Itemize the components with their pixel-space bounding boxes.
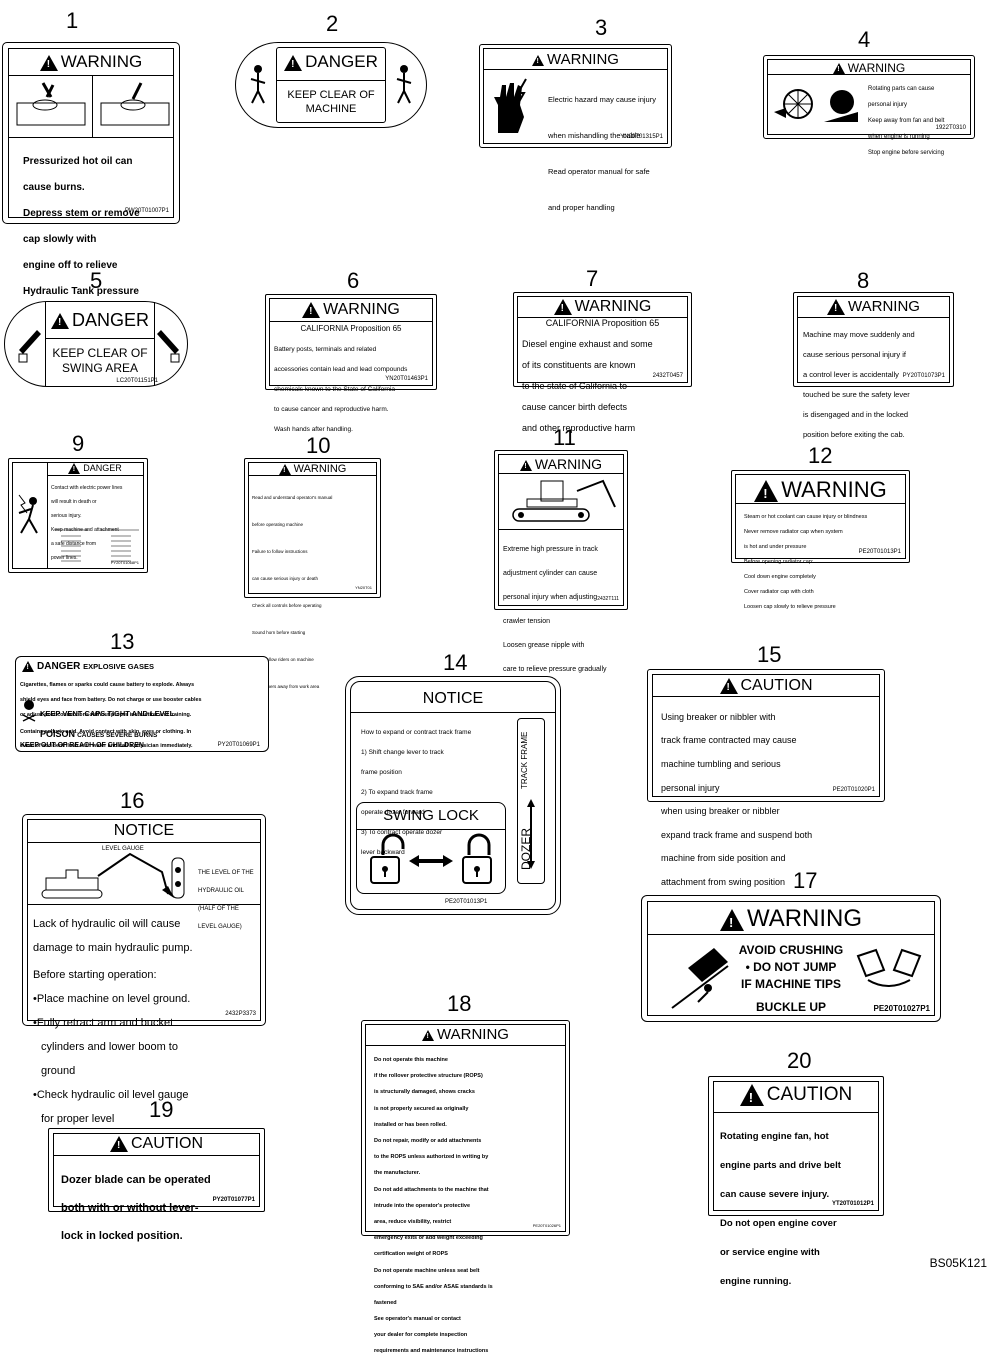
decal-7: WARNING CALIFORNIA Proposition 65 Diesel… — [513, 292, 692, 433]
callout-2: 2 — [326, 11, 339, 36]
decal-5: DANGER KEEP CLEAR OF SWING AREA LC20T011… — [4, 301, 188, 387]
tip-over-icon — [671, 948, 729, 1009]
callout-18: 18 — [447, 991, 472, 1016]
callout-20: 20 — [787, 1048, 812, 1073]
up-down-arrow-icon — [527, 799, 535, 869]
callout-3: 3 — [595, 15, 608, 40]
danger-triangle-icon — [284, 54, 303, 71]
callout-5: 5 — [90, 268, 103, 293]
person-crushed-icon — [250, 65, 266, 104]
decal-14: NOTICE How to expand or contract track f… — [345, 676, 561, 915]
callout-6: 6 — [347, 268, 360, 293]
decal-3-header: WARNING — [547, 51, 619, 68]
callout-11: 11 — [553, 425, 576, 450]
decal-17-header: WARNING — [746, 905, 863, 932]
caution-triangle-icon — [110, 1135, 128, 1152]
decal-15: CAUTION Using breaker or nibbler with tr… — [647, 669, 885, 887]
electrocution-icon — [18, 494, 38, 534]
decal-9: DANGER Contact with electric power lines… — [8, 458, 148, 573]
decal-14-header: NOTICE — [422, 690, 484, 707]
warning-triangle-icon — [39, 54, 58, 71]
callout-1: 1 — [66, 8, 79, 33]
seat-belt-icon — [856, 948, 922, 987]
decal-2-header: DANGER — [305, 52, 378, 71]
swing-lock-label: SWING LOCK — [383, 807, 479, 824]
decal-4-header: WARNING — [847, 61, 906, 75]
decal-16: NOTICE LEVEL GAUGE THE LEVEL OF THE HYDR… — [22, 814, 266, 1125]
callout-7: 7 — [586, 266, 599, 291]
callout-14: 14 — [443, 650, 468, 675]
callout-4: 4 — [858, 27, 871, 52]
swing-area-icon — [18, 330, 41, 363]
danger-triangle-icon — [50, 313, 69, 330]
lock-unlock-icon — [370, 833, 492, 884]
callout-8: 8 — [857, 268, 870, 293]
warning-triangle-icon — [719, 908, 744, 931]
decal-5-header: DANGER — [71, 310, 149, 330]
excavator-level-gauge-icon — [41, 852, 185, 899]
caution-triangle-icon — [719, 677, 738, 694]
decal-20: CAUTION Rotating engine fan, hot engine … — [708, 1076, 884, 1287]
decal-1: WARNING Pressurized hot oil can cause bu… — [2, 42, 180, 297]
decal-7-header: WARNING — [574, 298, 652, 315]
voltage-distance-table — [55, 529, 139, 562]
decal-11: WARNING Extreme high pressure in track a… — [494, 450, 628, 673]
poison-skull-icon — [22, 700, 36, 722]
decal-1-header: WARNING — [60, 52, 143, 71]
decal-17: WARNING AVOID CRUSHING • DO NOT JUMP IF … — [641, 895, 941, 1022]
decal-6-header: WARNING — [323, 301, 400, 318]
callout-10: 10 — [306, 433, 331, 458]
callout-13: 13 — [110, 629, 135, 654]
decal-19-header: CAUTION — [131, 1135, 203, 1152]
hot-oil-cap-icon — [16, 82, 170, 126]
electric-hand-icon — [494, 78, 527, 133]
decal-18: WARNING Do not operate this machine if t… — [361, 1020, 570, 1354]
callout-15: 15 — [757, 642, 782, 667]
person-crushed-icon — [396, 65, 412, 104]
decal-10: WARNING Read and understand operator's m… — [244, 458, 381, 689]
warning-triangle-icon — [422, 1029, 435, 1041]
decal-16-header: NOTICE — [113, 822, 175, 839]
warning-triangle-icon — [832, 63, 845, 75]
warning-triangle-icon — [519, 459, 532, 471]
warning-triangle-icon — [302, 301, 321, 318]
decal-4: WARNING Rotating parts can cause persona… — [763, 55, 975, 156]
decal-6: WARNING CALIFORNIA Proposition 65 Batter… — [265, 294, 437, 433]
danger-triangle-icon — [22, 661, 34, 672]
figure-code: BS05K121 — [929, 1256, 987, 1270]
decal-15-header: CAUTION — [740, 677, 813, 694]
decal-2: DANGER KEEP CLEAR OF MACHINE — [235, 42, 427, 128]
caution-triangle-icon — [739, 1084, 764, 1106]
callout-17: 17 — [793, 868, 818, 893]
warning-triangle-icon — [754, 480, 779, 503]
decal-18-header: WARNING — [437, 1026, 509, 1043]
warning-triangle-icon — [553, 298, 572, 315]
decal-9-header: DANGER — [83, 463, 122, 473]
decal-10-header: WARNING — [293, 463, 347, 475]
swing-area-icon — [157, 330, 180, 363]
callout-19: 19 — [149, 1097, 174, 1122]
callout-9: 9 — [72, 431, 85, 456]
decal-8: WARNING Machine may move suddenly and ca… — [793, 292, 954, 439]
decal-8-header: WARNING — [848, 298, 920, 315]
fan-belt-hazard-icon — [774, 89, 858, 122]
decal-13: DANGER EXPLOSIVE GASES Cigarettes, flame… — [15, 656, 269, 752]
decal-12: WARNING Steam or hot coolant can cause i… — [731, 470, 910, 610]
decal-3: WARNING Electric hazard may cause injury… — [479, 44, 672, 212]
callout-16: 16 — [120, 788, 145, 813]
decal-11-header: WARNING — [534, 456, 603, 472]
decal-13-header: DANGER — [37, 661, 81, 673]
warning-triangle-icon — [827, 299, 846, 316]
decal-19: CAUTION Dozer blade can be operated both… — [48, 1128, 265, 1242]
decal-12-header: WARNING — [781, 477, 887, 502]
warning-triangle-icon — [278, 463, 291, 475]
danger-triangle-icon — [68, 463, 81, 475]
excavator-track-icon — [512, 479, 616, 522]
callout-12: 12 — [808, 443, 833, 468]
decal-20-header: CAUTION — [766, 1084, 853, 1106]
warning-triangle-icon — [532, 54, 545, 66]
